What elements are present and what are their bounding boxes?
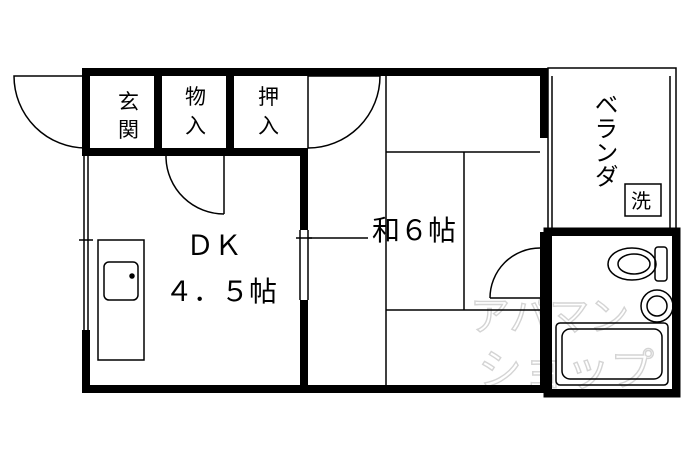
closet-door <box>307 75 381 149</box>
dk-label-1: ＤＫ <box>186 229 242 262</box>
kitchen-sink-icon <box>103 261 139 301</box>
storage-label-1: 物 <box>185 85 206 109</box>
window-left <box>79 150 93 330</box>
kitchen-counter <box>97 239 145 361</box>
laundry-box <box>624 183 662 217</box>
storage-door <box>165 156 225 215</box>
balcony-label: ベランダ <box>590 92 618 188</box>
closet-label-2: 入 <box>258 114 279 138</box>
entrance-door <box>13 75 87 149</box>
laundry-label: 洗 <box>631 189 651 213</box>
washitsu-label: 和６帖 <box>372 214 456 247</box>
tatami-lines <box>385 76 540 385</box>
wall-left-lower <box>82 330 90 393</box>
entrance-label-2: 関 <box>118 118 139 142</box>
bathroom-door <box>489 247 541 299</box>
wall-mid-lower <box>300 300 308 393</box>
wall-top <box>82 68 547 76</box>
closet-label-1: 押 <box>258 85 279 109</box>
entrance-label-1: 玄 <box>118 90 139 114</box>
wall-bottom <box>82 385 547 393</box>
sliding-door-dk-washitsu <box>296 230 368 300</box>
wall-right-upper <box>540 68 548 138</box>
wash-basin-icon <box>640 289 674 323</box>
bathroom <box>543 227 681 398</box>
dk-label-2: ４．５帖 <box>165 275 277 308</box>
top-row-partitions <box>82 68 308 156</box>
storage-label-2: 入 <box>185 114 206 138</box>
toilet-icon <box>607 246 668 282</box>
wall-mid-upper <box>300 148 308 230</box>
bathtub-icon <box>555 322 669 386</box>
room-labels: 玄 関 物 入 押 入 ベランダ 洗 ＤＫ ４．５帖 和６帖 <box>118 85 651 308</box>
